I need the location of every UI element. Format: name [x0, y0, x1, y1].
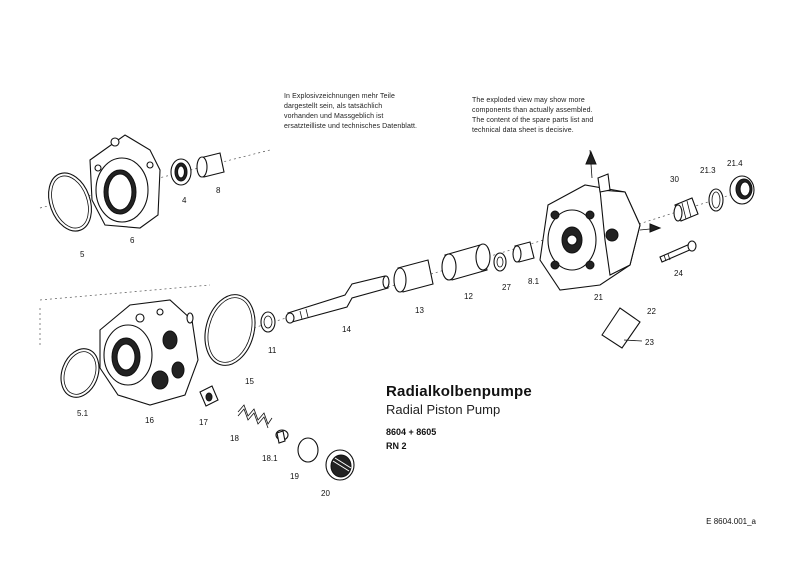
seal-11-inner	[263, 315, 273, 329]
washer-27-inner	[496, 256, 504, 268]
label-part-14: 14	[342, 325, 351, 334]
ball-19	[297, 437, 319, 463]
housing-cover-6	[89, 134, 161, 229]
label-part-20: 20	[321, 489, 330, 498]
label-part-21: 21	[594, 293, 603, 302]
label-part-11: 11	[268, 346, 277, 355]
german-note: In Explosivzeichnungen mehr Teile darges…	[284, 93, 418, 130]
label-part-19: 19	[290, 472, 299, 481]
label-part-13: 13	[415, 306, 424, 315]
o-ring-15-inner	[207, 297, 253, 363]
cap-21-4	[729, 175, 755, 205]
label-part-12: 12	[464, 292, 473, 301]
label-part-30: 30	[670, 175, 679, 184]
bearing-4	[170, 158, 192, 186]
o-ring-5-1-inner	[63, 351, 97, 395]
label-part-18-1: 18.1	[262, 454, 278, 463]
ring-21-3	[708, 188, 724, 212]
pump-body-21	[539, 149, 662, 291]
label-part-8: 8	[216, 186, 221, 195]
title-sub: Radial Piston Pump	[386, 402, 501, 417]
label-part-8-1: 8.1	[528, 277, 540, 286]
label-part-17: 17	[199, 418, 208, 427]
o-ring-5-1	[60, 348, 100, 398]
title-main: Radialkolbenpumpe	[386, 383, 532, 400]
fitting-17	[199, 385, 219, 407]
lower-axis-line	[39, 284, 211, 301]
label-part-22: 22	[647, 307, 656, 316]
title-block: Radialkolbenpumpe Radial Piston Pump 860…	[386, 383, 532, 451]
label-part-21-4: 21.4	[727, 159, 743, 168]
housing-16	[99, 299, 199, 406]
label-part-24: 24	[674, 269, 683, 278]
gasket-22	[601, 307, 641, 349]
sleeve-8-1	[512, 241, 535, 263]
adjuster-30	[673, 197, 699, 222]
label-part-15: 15	[245, 377, 254, 386]
label-part-16: 16	[145, 416, 154, 425]
label-part-5: 5	[80, 250, 85, 259]
ring-21-3-inner	[711, 191, 721, 209]
bolt-24	[659, 240, 697, 263]
label-part-27: 27	[502, 283, 511, 292]
document-reference: E 8604.001_a	[706, 517, 756, 526]
o-ring-5	[48, 172, 92, 232]
label-part-6: 6	[130, 236, 135, 245]
english-note: The exploded view may show more componen…	[472, 97, 594, 134]
washer-27	[493, 252, 507, 272]
sleeve-13	[393, 259, 434, 293]
label-part-21-3: 21.3	[700, 166, 716, 175]
label-part-4: 4	[182, 196, 187, 205]
sleeve-8	[196, 152, 225, 178]
cap-20	[325, 449, 355, 481]
model-numbers: 8604 + 8605	[386, 427, 437, 437]
leader-23	[623, 339, 643, 342]
seal-11	[260, 311, 276, 333]
spring-18	[237, 404, 273, 429]
plug-18-1	[275, 429, 289, 444]
shaft-14	[285, 275, 390, 324]
label-part-23: 23	[645, 338, 654, 347]
rn-label: RN 2	[386, 441, 407, 451]
cylinder-12	[441, 243, 491, 281]
label-part-18: 18	[230, 434, 239, 443]
o-ring-5-inner	[51, 175, 89, 229]
o-ring-15	[204, 294, 256, 366]
label-part-5-1: 5.1	[77, 409, 89, 418]
